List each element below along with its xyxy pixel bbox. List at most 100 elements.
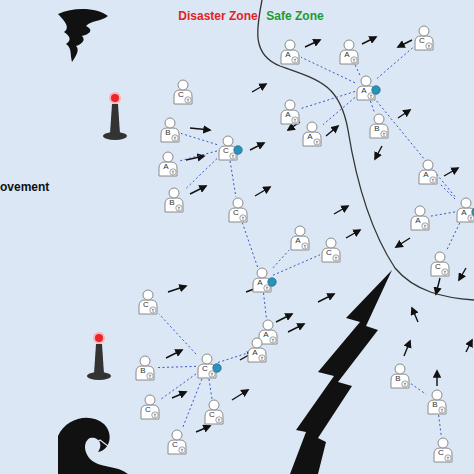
- person-head: [223, 136, 233, 146]
- antenna-glyph: [266, 287, 269, 291]
- wireless-link: [273, 255, 320, 275]
- person-body: [281, 110, 299, 124]
- movement-arrow: [362, 37, 376, 44]
- zone-label: Disaster Zone: [178, 9, 257, 23]
- person-body: [391, 374, 409, 388]
- antenna-glyph: [272, 339, 275, 343]
- phone-symbol: [381, 131, 387, 137]
- antenna-glyph: [211, 373, 214, 377]
- wireless-link: [242, 223, 257, 267]
- wireless-link: [301, 91, 355, 108]
- person-node: C: [196, 353, 218, 379]
- person-node: C: [413, 25, 435, 51]
- zone-label: Safe Zone: [266, 9, 323, 23]
- wireless-link: [161, 374, 196, 399]
- person-body: [136, 366, 154, 380]
- wireless-link: [159, 314, 196, 354]
- group-letter: A: [418, 170, 434, 179]
- phone-symbol: [270, 337, 276, 343]
- phone-symbol: [445, 455, 451, 461]
- movement-arrow: [252, 84, 266, 92]
- group-letter: C: [228, 208, 244, 217]
- person-head: [209, 400, 219, 410]
- person-head: [165, 118, 175, 128]
- person-node: B: [159, 117, 181, 143]
- wireless-link: [264, 293, 267, 319]
- person-head: [419, 26, 429, 36]
- tornado-icon: [58, 9, 108, 62]
- movement-arrow: [318, 294, 334, 302]
- movement-arrow: [334, 206, 348, 214]
- wireless-link: [370, 101, 374, 113]
- person-node: C: [432, 437, 454, 463]
- phone-symbol: [176, 205, 182, 211]
- person-body: [229, 208, 247, 222]
- antenna-glyph: [242, 217, 245, 221]
- group-letter: C: [138, 300, 154, 309]
- movement-arrow: [255, 187, 270, 196]
- person-node: C: [227, 197, 249, 223]
- person-head: [263, 320, 273, 330]
- phone-symbol: [426, 43, 432, 49]
- antenna-glyph: [152, 309, 155, 313]
- group-letter: C: [204, 410, 220, 419]
- person-node: A: [417, 159, 439, 185]
- person-head: [415, 206, 425, 216]
- phone-symbol: [422, 223, 428, 229]
- group-letter: A: [302, 132, 318, 141]
- person-body: [291, 236, 309, 250]
- person-head: [438, 438, 448, 448]
- person-node: A: [157, 151, 179, 177]
- person-body: [165, 198, 183, 212]
- person-body: [174, 90, 192, 104]
- antenna-glyph: [172, 171, 175, 175]
- phone-symbol: [333, 255, 339, 261]
- wireless-link: [377, 47, 413, 78]
- person-node: B: [163, 187, 185, 213]
- antenna-glyph: [154, 414, 157, 418]
- movement-arrow: [404, 341, 410, 356]
- zone-boundary: [258, 0, 474, 300]
- wireless-link: [218, 354, 246, 363]
- group-letter: C: [140, 405, 156, 414]
- movement-arrow: [168, 286, 186, 292]
- phone-symbol: [150, 307, 156, 313]
- phone-symbol: [292, 117, 298, 123]
- wireless-link: [179, 151, 217, 161]
- antenna-base: [103, 132, 127, 140]
- person-node: C: [172, 79, 194, 105]
- phone-symbol: [402, 381, 408, 387]
- group-letter: C: [430, 262, 446, 271]
- person-node: C: [320, 237, 342, 263]
- movement-arrow: [250, 143, 264, 150]
- phone-symbol: [179, 447, 185, 453]
- person-head: [423, 160, 433, 170]
- person-node: B: [389, 363, 411, 389]
- movement-arrow: [196, 426, 210, 432]
- person-body: [457, 208, 474, 222]
- antenna-glyph: [187, 99, 190, 103]
- movement-arrow: [232, 390, 248, 400]
- person-node: B: [134, 355, 156, 381]
- group-letter: A: [280, 50, 296, 59]
- antenna-glyph: [428, 45, 431, 49]
- person-head: [374, 114, 384, 124]
- movement-arrow: [396, 238, 410, 247]
- person-node: C: [203, 399, 225, 425]
- wireless-link: [273, 250, 289, 268]
- person-body: [434, 448, 452, 462]
- antenna-tower: [110, 104, 120, 134]
- person-head: [361, 76, 371, 86]
- person-head: [233, 198, 243, 208]
- person-head: [295, 226, 305, 236]
- movement-arrow: [166, 350, 182, 358]
- relay-dot: [268, 278, 276, 286]
- phone-symbol: [442, 269, 448, 275]
- group-letter: B: [164, 198, 180, 207]
- wireless-link: [156, 366, 196, 367]
- person-head: [326, 238, 336, 248]
- relay-dot: [472, 208, 474, 216]
- wireless-link: [377, 101, 456, 197]
- person-head: [432, 390, 442, 400]
